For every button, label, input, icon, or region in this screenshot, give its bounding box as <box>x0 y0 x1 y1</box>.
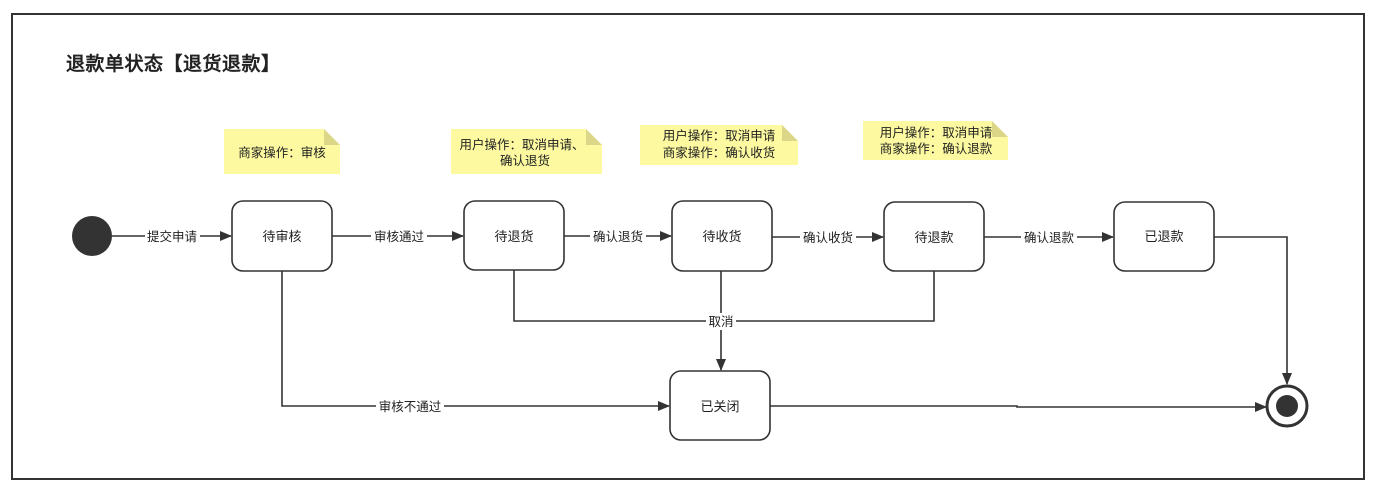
note-refund-line-2: 商家操作：确认退款 <box>880 141 993 156</box>
diagram-title: 退款单状态【退货退款】 <box>66 53 281 75</box>
note-receipt: 用户操作：取消申请 商家操作：确认收货 <box>640 125 798 165</box>
state-pending-refund-label: 待退款 <box>914 231 953 246</box>
final-state-node <box>1265 384 1309 428</box>
state-closed: 已关闭 <box>669 370 771 441</box>
edge-reject <box>281 271 670 411</box>
note-receipt-line-1: 用户操作：取消申请 <box>663 128 776 143</box>
state-closed-label: 已关闭 <box>700 400 739 415</box>
note-refund-line-1: 用户操作：取消申请 <box>880 125 993 140</box>
state-pending-refund: 待退款 <box>883 201 985 272</box>
note-receipt-line-2: 商家操作：确认收货 <box>663 145 776 160</box>
state-pending-receipt-label: 待收货 <box>702 229 741 245</box>
note-return-line-2: 确认退货 <box>500 153 550 168</box>
label-submit: 提交申请 <box>147 229 197 244</box>
state-refunded-label: 已退款 <box>1144 230 1183 245</box>
state-pending-review: 待审核 <box>231 200 333 272</box>
label-confirm-return: 确认退货 <box>593 229 643 244</box>
edge-refunded-to-end <box>1214 236 1292 385</box>
state-refunded: 已退款 <box>1113 201 1215 272</box>
state-pending-review-label: 待审核 <box>262 230 301 245</box>
note-return: 用户操作：取消申请、 确认退货 <box>451 129 602 174</box>
note-review-line-1: 商家操作：审核 <box>238 145 326 160</box>
label-reject: 审核不通过 <box>379 399 442 414</box>
note-refund: 用户操作：取消申请 商家操作：确认退款 <box>863 121 1008 160</box>
label-approve: 审核通过 <box>374 229 425 244</box>
edge-closed-to-end <box>770 402 1267 412</box>
note-return-line-1: 用户操作：取消申请、 <box>459 137 584 152</box>
label-confirm-receipt: 确认收货 <box>803 230 853 245</box>
state-pending-return-label: 待退货 <box>494 229 533 245</box>
state-pending-return: 待退货 <box>463 200 565 271</box>
initial-state-node <box>72 216 112 256</box>
label-cancel: 取消 <box>708 314 733 329</box>
state-pending-receipt: 待收货 <box>671 200 773 272</box>
note-review: 商家操作：审核 <box>224 129 340 174</box>
label-confirm-refund: 确认退款 <box>1024 230 1075 245</box>
diagram-frame <box>11 13 1365 480</box>
